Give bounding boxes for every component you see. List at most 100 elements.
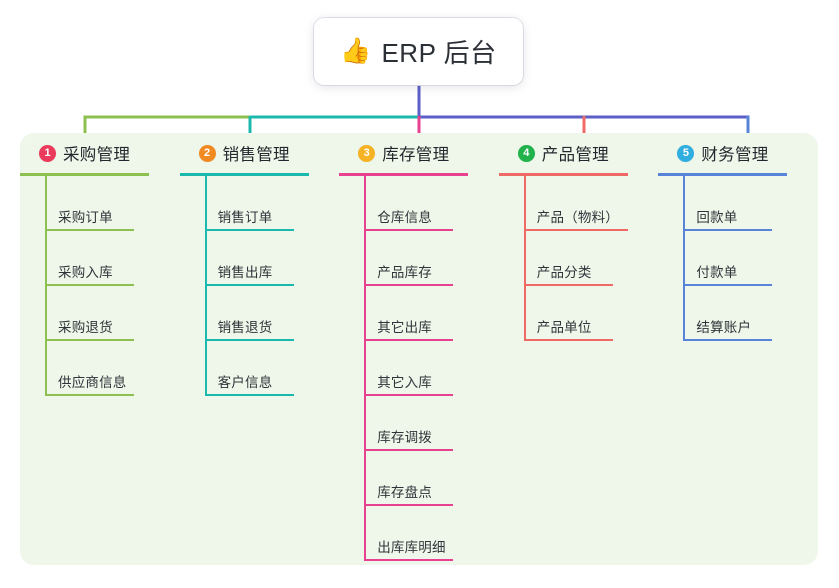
thumbs-up-icon: 👍 (340, 37, 372, 65)
list-item[interactable]: 付款单 (683, 231, 818, 286)
list-item-label: 销售退货 (217, 320, 273, 335)
column-header-3[interactable]: 3 库存管理 (355, 133, 499, 173)
list-item-label: 出库库明细 (377, 540, 446, 555)
list-item-rule (204, 284, 294, 286)
column-badge-3: 3 (358, 144, 376, 162)
column-header-5[interactable]: 5 财务管理 (674, 133, 818, 173)
list-item[interactable]: 产品（物料） (523, 176, 659, 231)
column-spine-2 (204, 176, 207, 396)
column-1: 1 采购管理采购订单采购入库采购退货供应商信息 (20, 133, 180, 565)
list-item-rule (364, 229, 454, 231)
column-spine-4 (523, 176, 526, 341)
list-item[interactable]: 产品分类 (523, 231, 659, 286)
column-items-5: 回款单付款单结算账户 (674, 176, 818, 341)
list-item-rule (523, 284, 613, 286)
list-item-rule (683, 229, 773, 231)
column-header-rule-2 (179, 173, 309, 176)
list-item[interactable]: 产品单位 (523, 286, 659, 341)
list-item[interactable]: 库存盘点 (364, 451, 499, 506)
column-header-1[interactable]: 1 采购管理 (36, 133, 180, 173)
list-item[interactable]: 采购订单 (45, 176, 180, 231)
list-item-rule (204, 229, 294, 231)
column-header-4[interactable]: 4 产品管理 (515, 133, 659, 173)
title-card-content: 👍 ERP 后台 (340, 33, 496, 70)
list-item-label: 库存调拨 (377, 430, 432, 445)
column-container: 1 采购管理采购订单采购入库采购退货供应商信息 2 销售管理销售订单销售出库销售退货客… (20, 133, 818, 565)
list-item-rule (523, 339, 613, 341)
list-item[interactable]: 其它出库 (364, 286, 499, 341)
column-2: 2 销售管理销售订单销售出库销售退货客户信息 (179, 133, 340, 565)
column-items-1: 采购订单采购入库采购退货供应商信息 (36, 176, 180, 396)
list-item-rule (364, 339, 454, 341)
column-header-rule-1 (20, 173, 149, 176)
list-item[interactable]: 回款单 (683, 176, 818, 231)
list-item[interactable]: 采购入库 (45, 231, 180, 286)
column-4: 4 产品管理产品（物料） 产品分类产品单位 (498, 133, 659, 565)
column-badge-4: 4 (517, 144, 535, 162)
list-item-label: 库存盘点 (377, 485, 432, 500)
list-item-rule (204, 394, 294, 396)
list-item-label: 销售出库 (217, 265, 273, 280)
list-item-label: 产品单位 (536, 320, 592, 335)
list-item-label: 其它出库 (377, 320, 432, 335)
column-items-3: 仓库信息产品库存其它出库其它入库库存调拨库存盘点出库库明细 (355, 176, 499, 561)
column-items-2: 销售订单销售出库销售退货客户信息 (196, 176, 340, 396)
list-item-rule (364, 504, 454, 506)
list-item[interactable]: 销售出库 (204, 231, 340, 286)
list-item[interactable]: 其它入库 (364, 341, 499, 396)
list-item-label: 采购入库 (58, 265, 113, 280)
column-badge-5: 5 (677, 144, 695, 162)
list-item-rule (523, 229, 628, 231)
column-3: 3 库存管理仓库信息产品库存其它出库其它入库库存调拨库存盘点出库库明细 (339, 133, 499, 565)
list-item[interactable]: 库存调拨 (364, 396, 499, 451)
column-header-rule-3 (339, 173, 469, 176)
column-title-2: 销售管理 (222, 146, 290, 164)
column-header-2[interactable]: 2 销售管理 (196, 133, 340, 173)
list-item-label: 销售订单 (217, 210, 273, 225)
list-item-rule (45, 284, 134, 286)
list-item-label: 其它入库 (377, 375, 432, 390)
list-item-rule (364, 559, 454, 561)
column-badge-1: 1 (39, 144, 56, 162)
list-item[interactable]: 出库库明细 (364, 506, 499, 561)
list-item-label: 供应商信息 (58, 375, 127, 390)
column-spine-1 (45, 176, 47, 396)
list-item-label: 产品（物料） (536, 210, 619, 225)
list-item[interactable]: 销售订单 (204, 176, 340, 231)
column-title-3: 库存管理 (382, 146, 450, 164)
list-item-label: 客户信息 (217, 375, 273, 390)
list-item-rule (204, 339, 294, 341)
list-item-rule (364, 284, 454, 286)
list-item-rule (45, 339, 134, 341)
list-item-rule (683, 339, 773, 341)
column-badge-2: 2 (198, 144, 216, 162)
list-item-label: 采购退货 (58, 320, 113, 335)
page-title: ERP 后台 (381, 38, 497, 68)
list-item[interactable]: 供应商信息 (45, 341, 180, 396)
list-item-label: 产品库存 (377, 265, 432, 280)
column-title-1: 采购管理 (63, 146, 131, 164)
list-item-label: 产品分类 (536, 265, 592, 280)
list-item[interactable]: 仓库信息 (364, 176, 499, 231)
list-item-label: 付款单 (696, 265, 738, 280)
list-item[interactable]: 产品库存 (364, 231, 499, 286)
list-item-rule (364, 394, 454, 396)
list-item[interactable]: 客户信息 (204, 341, 340, 396)
root-title-card: 👍 ERP 后台 (314, 18, 523, 85)
list-item-label: 仓库信息 (377, 210, 432, 225)
column-spine-5 (683, 176, 686, 341)
list-item-rule (45, 394, 134, 396)
column-title-4: 产品管理 (541, 146, 609, 164)
column-5: 5 财务管理回款单付款单结算账户 (658, 133, 818, 565)
list-item-label: 回款单 (696, 210, 738, 225)
list-item[interactable]: 采购退货 (45, 286, 180, 341)
list-item-label: 结算账户 (696, 320, 752, 335)
list-item-rule (364, 449, 454, 451)
column-title-5: 财务管理 (701, 146, 769, 164)
list-item[interactable]: 结算账户 (683, 286, 818, 341)
list-item[interactable]: 销售退货 (204, 286, 340, 341)
list-item-label: 采购订单 (58, 210, 113, 225)
column-items-4: 产品（物料） 产品分类产品单位 (515, 176, 659, 341)
column-header-rule-5 (658, 173, 788, 176)
